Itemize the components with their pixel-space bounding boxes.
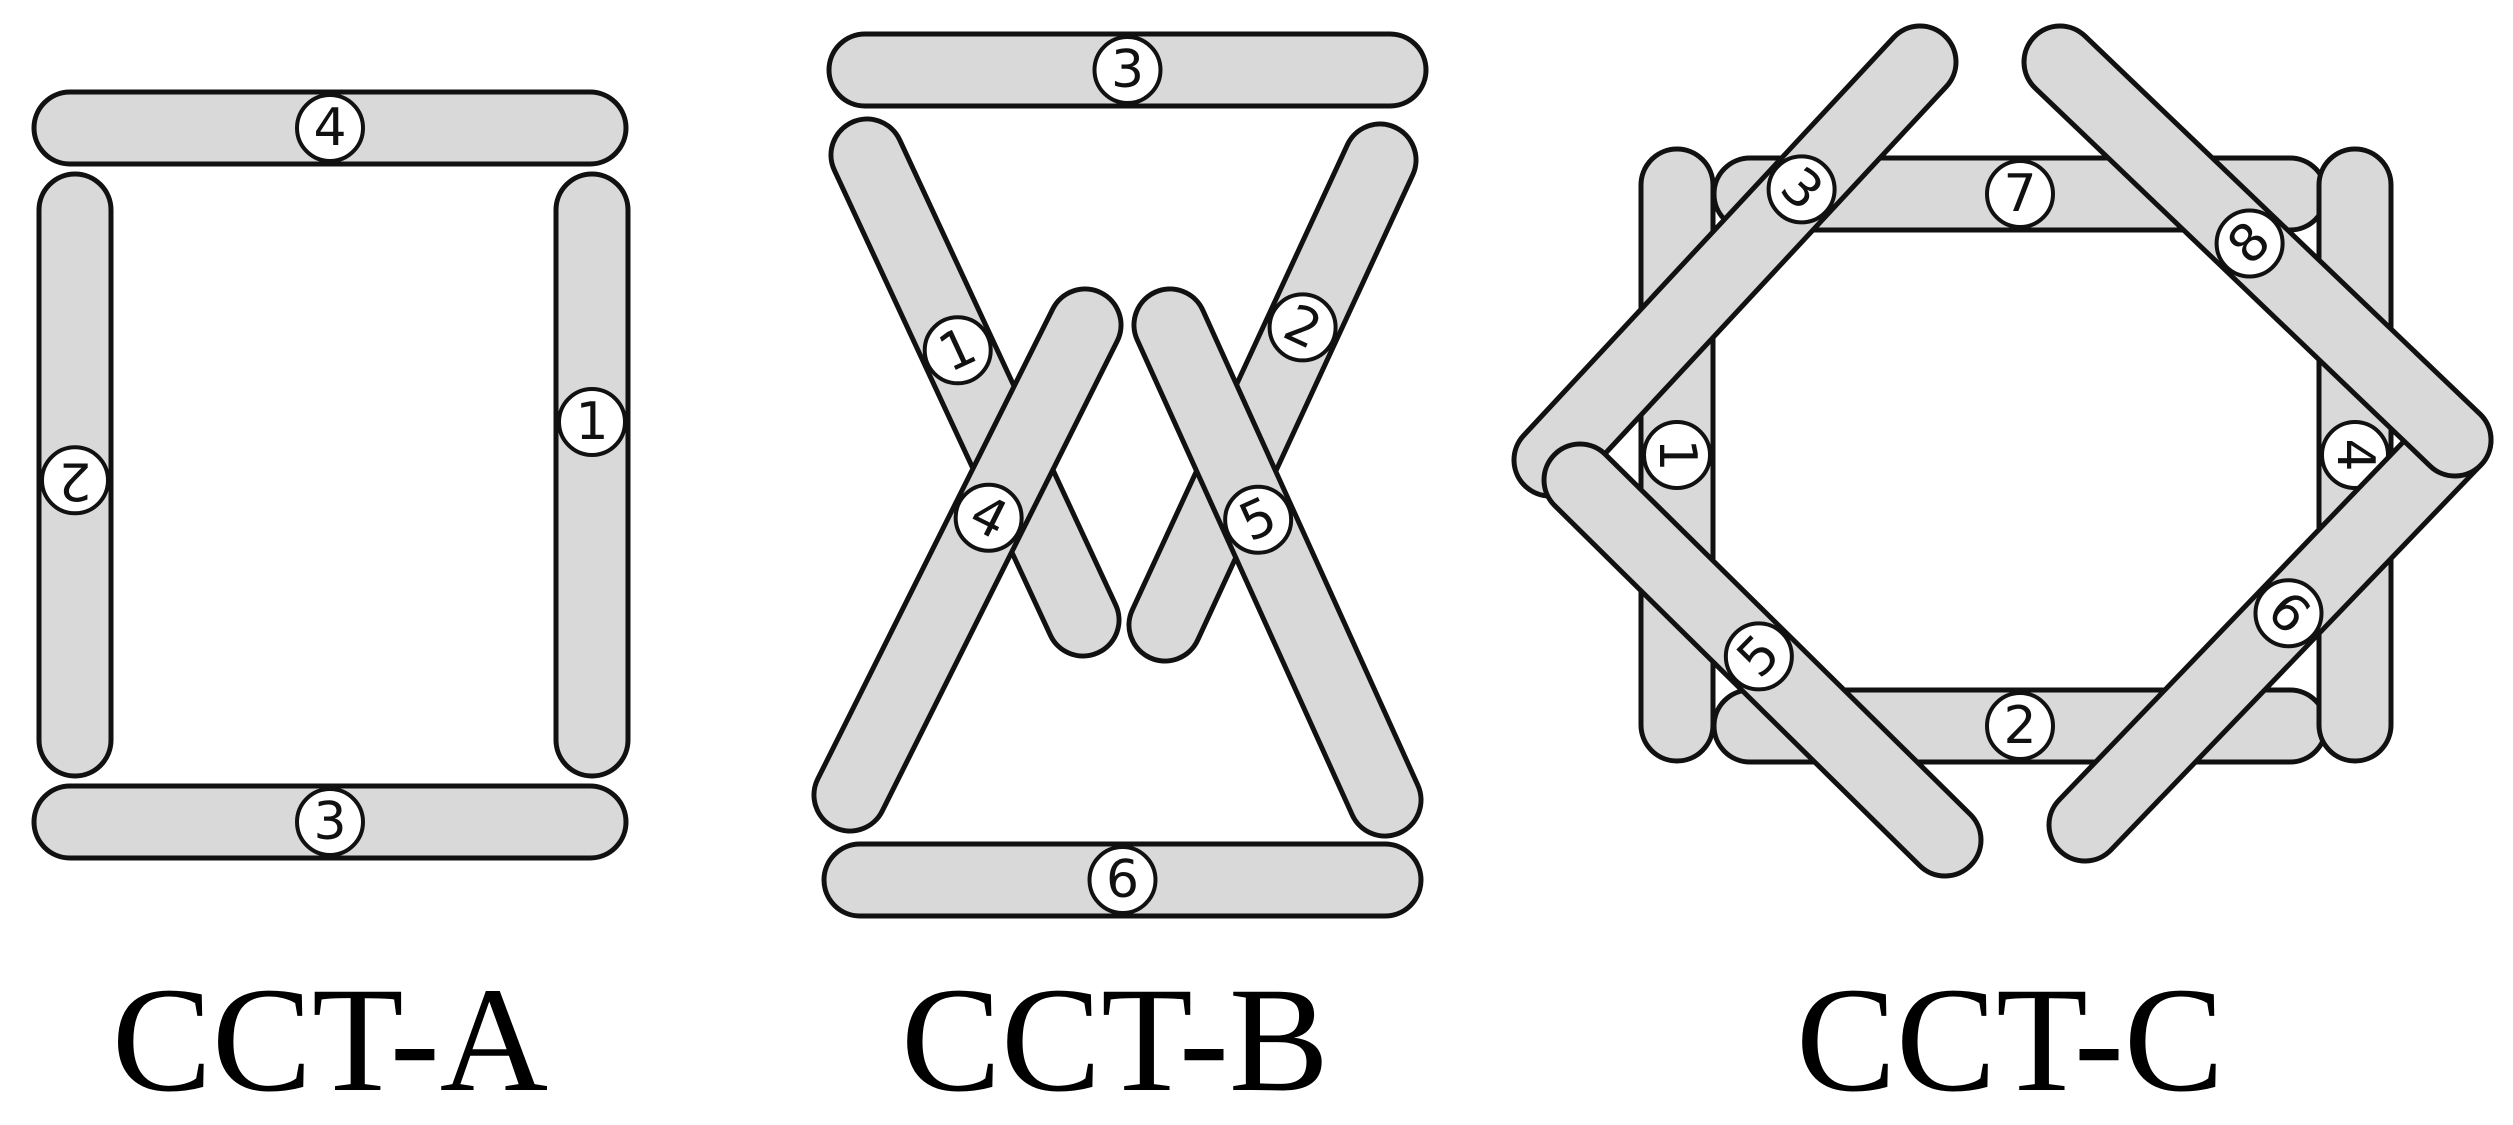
bar-number-badge [557, 387, 627, 457]
bar-number-label: 4 [2325, 438, 2385, 471]
bar-number-badge [953, 482, 1024, 553]
bar-2: 2 [1126, 121, 1419, 664]
bar-6: 6 [2046, 401, 2494, 864]
bar-number-badge [40, 445, 110, 516]
bar-number-label: 2 [2003, 696, 2036, 756]
bar-number-badge [1985, 691, 2055, 761]
bar-number-badge [2253, 578, 2324, 649]
bar-number-label: 3 [313, 792, 346, 852]
caption-cct-a: CCT-A [112, 957, 548, 1123]
bar-number-badge [922, 315, 993, 386]
bar-1: 1 [553, 171, 631, 779]
panel-cct-a: 4 2 1 3 [31, 89, 631, 861]
bar-4: 4 [31, 89, 629, 167]
bar-body [553, 171, 631, 779]
bar-number-label: 2 [58, 450, 91, 510]
bar-3: 3 [826, 31, 1429, 109]
bar-4: 4 [2316, 146, 2394, 764]
bar-2: 2 [36, 171, 114, 779]
bar-number-badge [1985, 159, 2055, 229]
bar-number-badge [1267, 292, 1338, 363]
bar-8: 8 [2021, 23, 2494, 479]
bar-number-badge [1642, 420, 1712, 490]
bar-number-label: 6 [1106, 850, 1139, 910]
caption-cct-c: CCT-C [1796, 957, 2224, 1123]
bar-number-badge [1766, 154, 1837, 225]
bar-number-badge [1087, 845, 1158, 915]
bar-3: 3 [1511, 23, 1959, 499]
bar-number-badge [1092, 35, 1163, 105]
bar-number-badge [2214, 208, 2285, 279]
bar-body [811, 286, 1124, 834]
bar-number-badge [295, 93, 365, 163]
bar-body [1126, 121, 1419, 664]
bar-number-badge [295, 787, 365, 857]
bar-number-label: 4 [313, 98, 346, 158]
caption-cct-b: CCT-B [901, 957, 1329, 1123]
bar-3: 3 [31, 783, 629, 861]
bar-body [1511, 23, 1959, 499]
bar-body [1131, 286, 1424, 839]
bar-6: 6 [821, 841, 1424, 919]
bar-number-label: 3 [1111, 40, 1144, 100]
bar-1: 1 [828, 116, 1122, 659]
bar-number-label: 1 [575, 392, 608, 452]
bar-number-label: 7 [2003, 164, 2036, 224]
bar-4: 4 [811, 286, 1124, 834]
bar-5: 5 [1131, 286, 1424, 839]
bar-number-badge [1723, 621, 1794, 692]
bar-5: 5 [1541, 441, 1984, 879]
bar-number-label: 1 [1647, 438, 1707, 471]
bar-body [828, 116, 1122, 659]
bar-number-badge [1223, 484, 1294, 555]
